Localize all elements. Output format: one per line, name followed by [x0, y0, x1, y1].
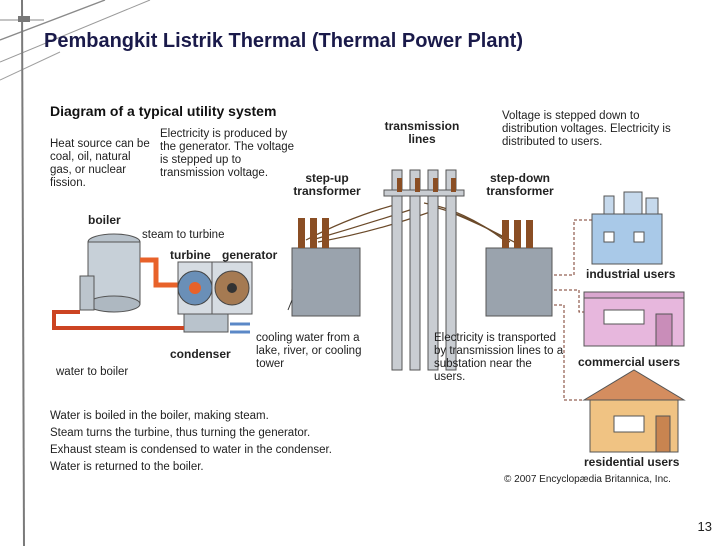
turbine-label: turbine: [170, 248, 211, 262]
generator-label: generator: [222, 248, 278, 262]
diagram-artwork: [52, 169, 686, 453]
distribution-lines: [554, 219, 592, 401]
water-return-pipe: [52, 310, 184, 330]
transmission-lines-label: transmission lines: [384, 119, 460, 147]
step-down-transformer: [485, 220, 553, 317]
condenser-label: condenser: [170, 347, 231, 361]
step-down-transformer-label: step-down transformer: [486, 171, 554, 199]
step-down-note-label: Voltage is stepped down to distribution …: [502, 110, 671, 148]
note-line: Water is returned to the boiler.: [50, 461, 204, 473]
boiler-label: boiler: [88, 213, 121, 227]
water-to-boiler-label: water to boiler: [56, 366, 129, 378]
cooling-water-label: cooling water from a lake, river, or coo…: [256, 332, 362, 370]
residential-house: [582, 369, 686, 453]
boiler: [79, 233, 141, 313]
copyright-label: © 2007 Encyclopædia Britannica, Inc.: [504, 474, 671, 485]
transported-label: Electricity is transported by transmissi…: [434, 332, 564, 383]
turbine-generator: [177, 261, 253, 333]
industrial-users-label: industrial users: [586, 267, 676, 281]
steam-to-turbine-label: steam to turbine: [142, 229, 225, 241]
note-line: Exhaust steam is condensed to water in t…: [50, 444, 332, 456]
cooling-water-pipe: [230, 322, 250, 334]
note-line: Steam turns the turbine, thus turning th…: [50, 427, 311, 439]
commercial-building: [583, 291, 685, 347]
industrial-building: [591, 191, 663, 265]
note-line: Water is boiled in the boiler, making st…: [50, 410, 269, 422]
tower-insulators: [397, 178, 456, 192]
step-up-transformer-label: step-up transformer: [293, 171, 361, 199]
commercial-users-label: commercial users: [578, 355, 681, 369]
utility-system-diagram: Diagram of a typical utility system Heat…: [44, 100, 692, 498]
residential-users-label: residential users: [584, 455, 680, 469]
step-up-transformer: [287, 218, 361, 317]
heat-source-label: Heat source can be coal, oil, natural ga…: [50, 138, 150, 189]
steam-pipe: [140, 257, 184, 288]
diagram-heading: Diagram of a typical utility system: [50, 103, 277, 119]
electricity-produced-label: Electricity is produced by the generator…: [160, 128, 295, 179]
slide-title: Pembangkit Listrik Thermal (Thermal Powe…: [44, 30, 524, 52]
transmission-towers: [383, 169, 465, 371]
slide-number: 13: [697, 519, 712, 534]
